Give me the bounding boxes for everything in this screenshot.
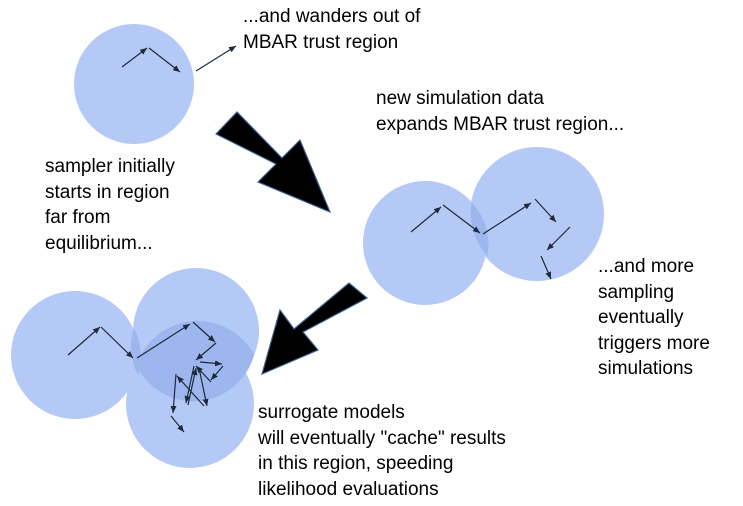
label-line: sampling	[598, 281, 675, 303]
label-line: will eventually "cache" results	[258, 427, 506, 449]
label-line: expands MBAR trust region...	[376, 113, 625, 135]
stage-1-single-region	[74, 24, 237, 144]
label-sampler-initially: sampler initially starts in region far f…	[45, 154, 175, 256]
trust-region-circle	[363, 181, 487, 305]
label-line: ...and more	[598, 256, 695, 277]
label-line: likelihood evaluations	[258, 478, 439, 500]
label-line: equilibrium...	[45, 232, 153, 254]
sampler-path	[121, 47, 181, 73]
label-surrogate-models: surrogate models will eventually "cache"…	[258, 400, 506, 502]
trust-region-circle	[74, 24, 194, 144]
label-line: triggers more	[598, 332, 710, 354]
label-line: new simulation data	[376, 88, 544, 109]
label-line: eventually	[598, 307, 684, 328]
overlap-region	[136, 320, 255, 402]
escape-step-arrow	[195, 45, 237, 72]
stage-2-two-regions	[363, 147, 604, 305]
label-line: in this region, speeding	[258, 453, 454, 474]
label-wanders-out: ...and wanders out of MBAR trust region	[243, 4, 420, 55]
label-line: sampler initially	[45, 156, 175, 177]
label-line: MBAR trust region	[243, 31, 399, 53]
label-new-simulation-data: new simulation data expands MBAR trust r…	[376, 86, 624, 137]
sampler-path	[67, 321, 224, 433]
stage-3-three-regions	[11, 268, 259, 468]
label-line: simulations	[598, 358, 694, 379]
trust-region-circle	[11, 291, 139, 419]
label-more-sampling: ...and more sampling eventually triggers…	[598, 254, 710, 382]
trust-region-circle	[470, 147, 604, 281]
label-line: surrogate models	[258, 402, 405, 423]
label-line: ...and wanders out of	[243, 6, 421, 27]
label-line: far from	[45, 207, 111, 228]
progress-arrow-2	[261, 282, 369, 376]
progress-arrow-1	[215, 111, 332, 214]
sampler-path	[410, 198, 571, 280]
label-line: starts in region	[45, 181, 170, 203]
